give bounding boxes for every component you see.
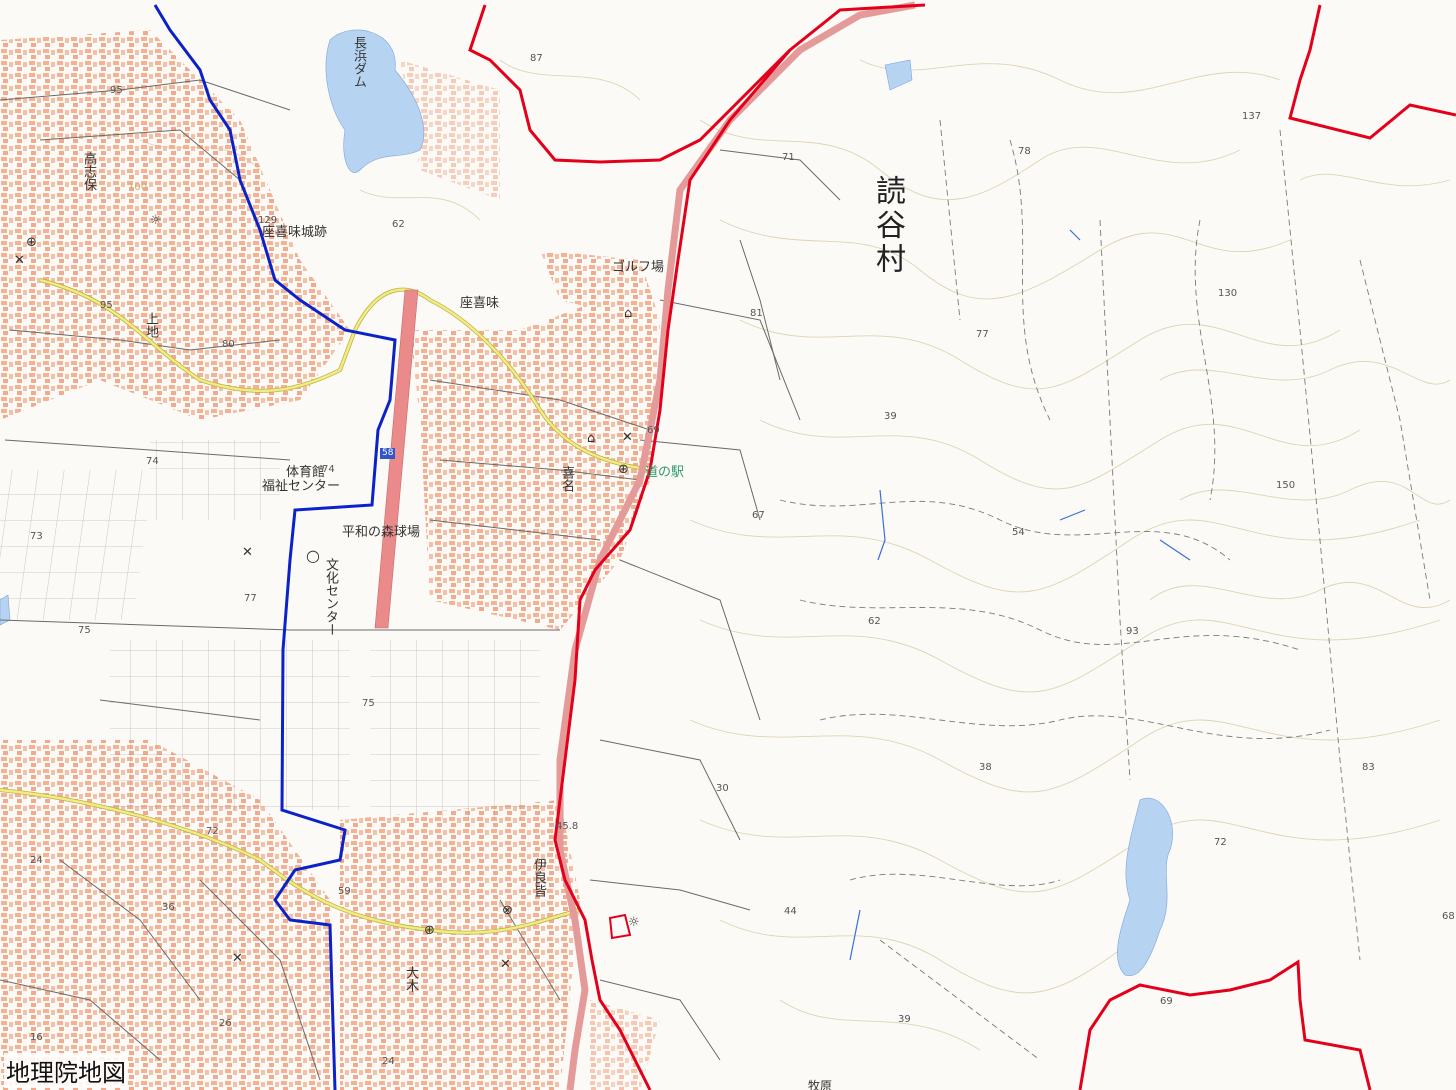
national-route-58: [374, 289, 419, 629]
elevation-point: 16: [30, 1032, 43, 1043]
school-icon: ✕: [242, 545, 253, 560]
shrine-icon: ⌂: [624, 306, 633, 321]
tracks: [779, 119, 1431, 1061]
elevation-point: 77: [244, 593, 257, 604]
elevation-point: 67: [752, 510, 765, 521]
place-uechi: 上地: [143, 312, 158, 338]
place-golf: ゴルフ場: [612, 260, 665, 275]
elevation-point: 80: [222, 339, 235, 350]
elevation-point: 137: [1242, 111, 1262, 122]
police-icon: ⊗: [502, 903, 513, 918]
attribution-label: 地理院地図: [4, 1053, 128, 1088]
elevation-point: 68: [1442, 911, 1455, 922]
elevation-point: 62: [868, 616, 881, 627]
town-hall-icon: ○: [306, 546, 320, 565]
elevation-point: 39: [884, 411, 897, 422]
building-areas: [0, 30, 660, 1090]
elevation-point: 73: [30, 531, 43, 542]
school-icon: ✕: [500, 957, 511, 972]
municipal-boundaries: [468, 3, 1456, 1090]
school-icon: ✕: [232, 951, 243, 966]
route-58-shield: 58: [380, 448, 396, 459]
elevation-point: 74: [146, 456, 159, 467]
elevation-point: 69: [1160, 996, 1173, 1007]
place-makihara: 牧原: [808, 1079, 833, 1090]
school-icon: ✕: [14, 253, 25, 268]
elevation-point: 30: [716, 783, 729, 794]
factory-icon: ☼: [150, 213, 162, 228]
elevation-point: 39: [898, 1014, 911, 1025]
village-name: 読谷村: [870, 175, 905, 277]
elevation-point: 44: [784, 906, 797, 917]
place-oki: 大木: [403, 966, 418, 992]
post-office-icon: ⊕: [618, 462, 629, 477]
elevation-point: 95: [110, 85, 123, 96]
elevation-point: 74: [322, 464, 335, 475]
place-zakimi-castle: 座喜味城跡: [262, 225, 328, 240]
place-gym: 体育館: [286, 465, 326, 480]
factory-icon: ☼: [628, 915, 640, 930]
elevation-point: 38: [979, 762, 992, 773]
contour-label: 100: [128, 182, 148, 193]
place-stadium: 平和の森球場: [342, 525, 421, 540]
library-icon: ⌂: [587, 431, 596, 446]
place-nagahama-dam: 長浜ダム: [351, 36, 366, 88]
elevation-point: 36: [162, 902, 175, 913]
elevation-point: 59: [338, 886, 351, 897]
elevation-point: 87: [530, 53, 543, 64]
elevation-point: 72: [206, 826, 219, 837]
school-icon: ✕: [622, 430, 633, 445]
place-michinoeki: 道の駅: [645, 465, 685, 480]
elevation-point: 129: [258, 215, 278, 226]
contour-lines: [139, 59, 1451, 1051]
elevation-point: 77: [976, 329, 989, 340]
farm-grid: [0, 440, 540, 820]
elevation-point: 45.8: [556, 821, 579, 832]
elevation-point: 78: [1018, 146, 1031, 157]
elevation-point: 71: [782, 152, 795, 163]
elevation-point: 83: [1362, 762, 1375, 773]
place-welfare: 福祉センター: [262, 479, 341, 494]
elevation-point: 130: [1218, 288, 1238, 299]
elevation-point: 62: [392, 219, 405, 230]
elevation-point: 81: [750, 308, 763, 319]
place-culture: 文化センター: [323, 558, 338, 636]
place-irami: 伊良皆: [531, 858, 546, 897]
expressway: [556, 1, 916, 1090]
elevation-point: 75: [362, 698, 375, 709]
elevation-point: 75: [78, 625, 91, 636]
elevation-point: 24: [30, 855, 43, 866]
elevation-point: 95: [100, 300, 113, 311]
post-office-icon: ⊕: [424, 923, 435, 938]
elevation-point: 93: [1126, 626, 1139, 637]
place-zakimi: 座喜味: [460, 296, 500, 311]
water-bodies: [0, 29, 1173, 977]
elevation-point: 26: [219, 1018, 232, 1029]
district-boundary: [153, 4, 397, 1090]
elevation-point: 69: [647, 425, 660, 436]
place-kina: 喜名: [559, 466, 574, 492]
minor-roads: [0, 79, 841, 1081]
streams: [849, 229, 1191, 961]
place-takashiho: 高志保: [81, 152, 96, 191]
elevation-point: 72: [1214, 837, 1227, 848]
elevation-point: 150: [1276, 480, 1296, 491]
elevation-point: 54: [1012, 527, 1025, 538]
elevation-point: 24: [382, 1056, 395, 1067]
post-office-icon: ⊕: [26, 235, 37, 250]
